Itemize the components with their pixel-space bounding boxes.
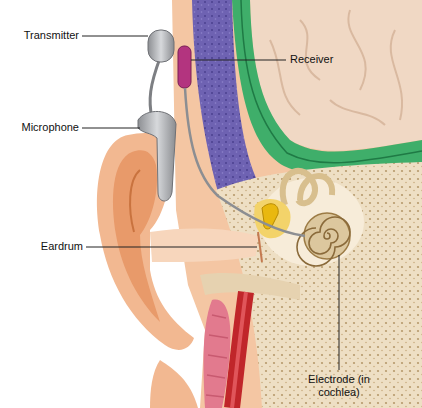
transmitter — [148, 30, 174, 62]
skull-bone — [192, 0, 256, 192]
pinna-ridge — [130, 170, 140, 232]
gland-texture — [206, 315, 228, 397]
brain-folds — [270, 10, 402, 125]
skin — [172, 0, 422, 408]
artery-highlight — [232, 292, 246, 408]
receiver — [178, 46, 191, 88]
electrode-wire — [185, 88, 305, 236]
leader-line — [86, 247, 257, 248]
gland — [204, 300, 231, 408]
part-label: Receiver — [290, 53, 333, 66]
artery — [232, 292, 246, 408]
cochlea-spiral — [297, 217, 350, 266]
part-label: Microphone — [22, 121, 79, 134]
dura-line — [241, 0, 422, 163]
part-label: Electrode (in cochlea) — [299, 373, 379, 399]
eardrum-membrane — [258, 232, 262, 262]
pinna — [97, 133, 194, 350]
skin-lower — [150, 360, 198, 408]
pinna-fold — [113, 150, 160, 322]
cable — [150, 58, 160, 118]
leader-line — [82, 36, 148, 37]
semicircular-canal — [300, 176, 332, 200]
part-label: Transmitter — [24, 29, 79, 42]
leader-line — [82, 128, 140, 129]
dura — [232, 0, 422, 175]
leader-line — [191, 60, 286, 61]
part-label: Eardrum — [41, 240, 83, 253]
leader-line — [339, 255, 340, 370]
ear-canal — [150, 229, 258, 262]
microphone — [138, 111, 176, 201]
